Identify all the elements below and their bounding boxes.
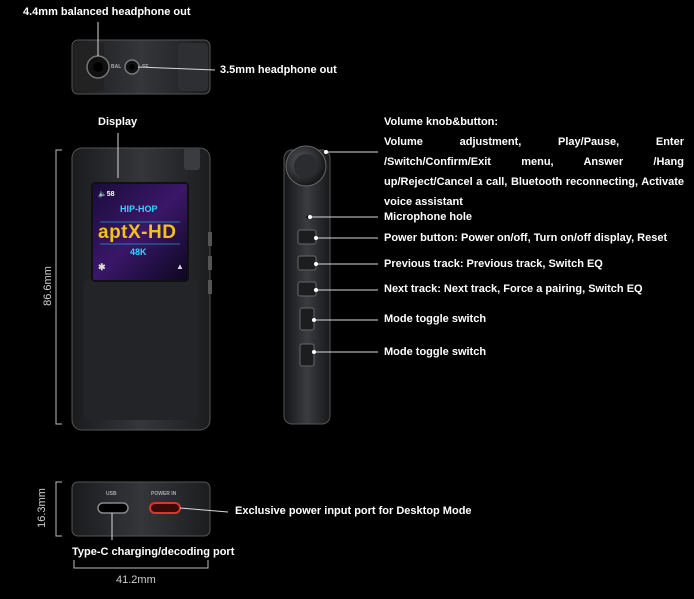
balanced-out-label: 4.4mm balanced headphone out — [23, 6, 191, 18]
se-port-label: SE — [142, 64, 149, 70]
bottom-view — [71, 481, 211, 537]
next-track-label: Next track: Next track, Force a pairing,… — [384, 283, 643, 295]
power-in-port-icon — [149, 502, 181, 514]
display-screen — [91, 182, 189, 282]
thickness-dimension: 16.3mm — [36, 488, 48, 528]
screen-genre: HIP-HOP — [120, 204, 158, 214]
screen-codec: aptX-HD — [98, 222, 177, 243]
mode-toggle-label-2: Mode toggle switch — [384, 346, 487, 358]
speaker-icon: 🔈 — [98, 191, 107, 198]
power-input-label: Exclusive power input port for Desktop M… — [235, 505, 472, 517]
mic-hole-label: Microphone hole — [384, 211, 472, 223]
display-label: Display — [98, 116, 138, 128]
dimension-marks — [55, 149, 209, 569]
height-dimension: 86.6mm — [42, 266, 54, 306]
bluetooth-icon: ✱ — [98, 262, 106, 272]
signal-icon: ▲ — [176, 262, 184, 271]
prev-track-label: Previous track: Previous track, Switch E… — [384, 258, 603, 270]
volume-knob-title: Volume knob&button: — [384, 116, 499, 128]
volume-knob-description: Volume adjustment, Play/Pause, Enter /Sw… — [384, 136, 684, 208]
usb-c-port-icon — [97, 502, 129, 514]
type-c-label: Type-C charging/decoding port — [72, 546, 235, 558]
side-view — [283, 145, 331, 425]
screen-volume: 🔈58 — [98, 191, 115, 198]
front-view — [71, 147, 212, 431]
leader-lines — [97, 22, 378, 540]
power-in-port-label: POWER IN — [151, 491, 177, 497]
power-button-label: Power button: Power on/off, Turn on/off … — [384, 232, 668, 244]
mode-toggle-label-1: Mode toggle switch — [384, 313, 487, 325]
screen-rate: 48K — [130, 247, 147, 257]
bal-port-label: BAL — [111, 64, 122, 70]
headphone-out-label: 3.5mm headphone out — [220, 64, 337, 76]
width-dimension: 41.2mm — [116, 574, 156, 586]
usb-port-label: USB — [106, 491, 117, 497]
